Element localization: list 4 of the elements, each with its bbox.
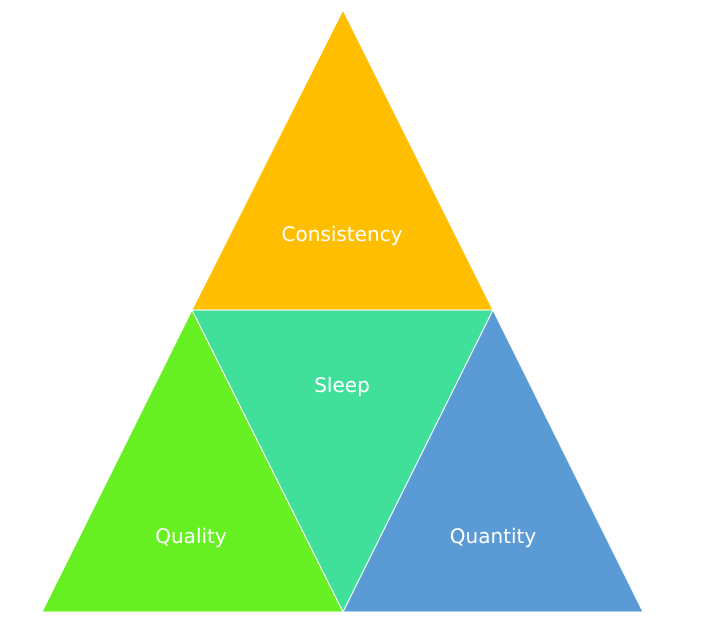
- section-label: Quantity: [450, 524, 536, 548]
- section-label: Consistency: [282, 222, 402, 246]
- section-label: Quality: [155, 524, 227, 548]
- section-label: Sleep: [314, 373, 370, 397]
